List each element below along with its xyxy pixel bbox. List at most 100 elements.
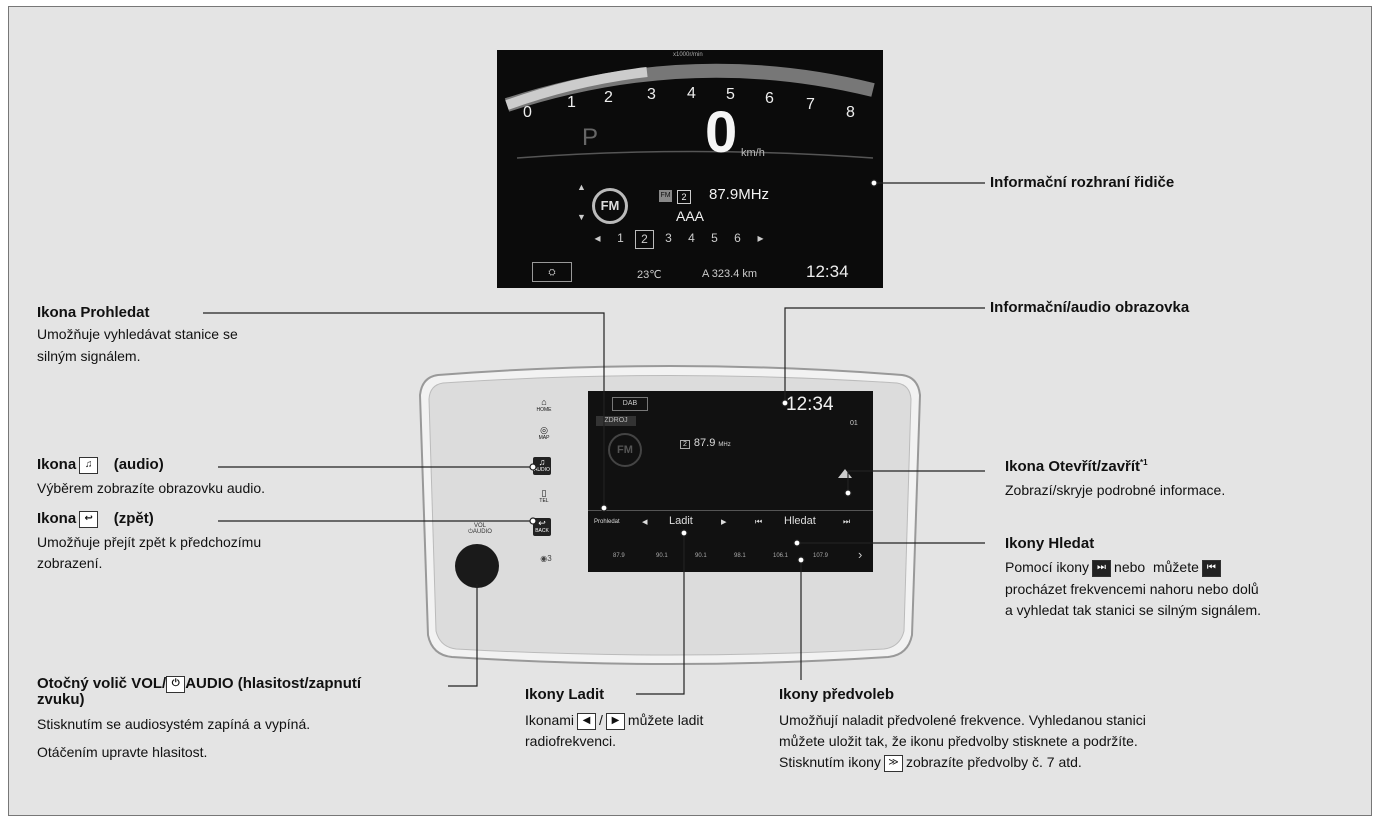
back-icon-desc: zobrazení.: [37, 555, 103, 571]
vol-knob-label: VOL ⏻AUDIO: [468, 523, 492, 535]
next-presets-icon[interactable]: ›: [858, 547, 863, 562]
preset-item: 5: [711, 231, 718, 245]
preset-icons-desc: Umožňují naladit předvolené frekvence. V…: [779, 712, 1146, 728]
down-arrow-icon: ▼: [577, 212, 586, 222]
audio-icon-title: Ikona♫ (audio): [37, 456, 164, 474]
phone-icon[interactable]: ▯TEL: [539, 488, 549, 504]
tach-number: 3: [647, 86, 656, 103]
vol-knob-title: Otočný volič VOL/⏻AUDIO (hlasitost/zapnu…: [37, 675, 362, 693]
seek-icons-desc: a vyhledat tak stanici se silným signále…: [1005, 602, 1261, 618]
source-button[interactable]: ZDROJ: [596, 416, 636, 426]
preset-item: 1: [617, 231, 624, 245]
preset-button[interactable]: 106.1: [773, 553, 789, 559]
scan-icon-desc: silným signálem.: [37, 348, 141, 364]
map-icon[interactable]: ◎MAP: [538, 425, 550, 441]
tach-number: 5: [726, 86, 735, 103]
gear-indicator: P: [582, 124, 599, 151]
tune-right-icon: ▶: [605, 712, 625, 730]
open-close-icon[interactable]: [838, 469, 852, 478]
preset-item: 6: [734, 231, 741, 245]
speed-unit: km/h: [741, 147, 765, 159]
preset-item-selected: 2: [635, 230, 654, 249]
back-icon-title: Ikona↩ (zpět): [37, 510, 154, 528]
preset-button[interactable]: 87.9: [613, 553, 625, 559]
seek-icons-desc: procházet frekvencemi nahoru nebo dolů: [1005, 581, 1259, 597]
seek-icons-desc: Pomocí ikony⏭nebo můžete⏮: [1005, 557, 1224, 578]
prev-arrow-icon: ◂: [594, 231, 601, 245]
audio-icon-desc: Výběrem zobrazíte obrazovku audio.: [37, 480, 266, 496]
preset-icons-title: Ikony předvoleb: [779, 686, 895, 703]
seek-down-icon[interactable]: ⏮: [755, 517, 763, 526]
up-arrow-icon: ▲: [577, 182, 586, 192]
audio-screen-label: Informační/audio obrazovka: [990, 299, 1190, 316]
tune-left-icon: ◀: [577, 712, 597, 730]
screen-clock: 12:34: [786, 394, 834, 415]
outside-temperature: 23℃: [637, 269, 662, 281]
source-tab[interactable]: DAB: [612, 397, 648, 411]
seek-up-icon[interactable]: ⏭: [843, 517, 851, 526]
tach-number: 0: [523, 104, 532, 121]
station-name: AAA: [676, 208, 705, 224]
power-icon: ⏻: [166, 675, 186, 693]
tach-number: 2: [604, 89, 613, 106]
fm-band-icon: FM: [608, 433, 642, 467]
preset-number: 2: [677, 190, 691, 204]
tach-number: 7: [806, 96, 815, 113]
tach-number: 6: [765, 90, 774, 107]
scan-icon-title: Ikona Prohledat: [37, 304, 150, 321]
seek-label: Hledat: [784, 515, 816, 527]
misc-indicator: ◉3: [540, 554, 552, 563]
odometer: A 323.4 km: [702, 268, 758, 280]
open-close-desc: Zobrazí/skryje podrobné informace.: [1005, 482, 1226, 498]
next-arrow-icon: ▸: [757, 231, 764, 245]
home-icon[interactable]: ⌂HOME: [536, 397, 552, 413]
cluster-preset-row: ◂ 1 2 3 4 5 6 ▸: [589, 230, 769, 249]
preset-button[interactable]: 107.9: [813, 553, 829, 559]
next-presets-icon: ≫: [883, 754, 903, 772]
tach-number: 8: [846, 104, 855, 121]
audio-icon[interactable]: ♫AUDIO: [533, 457, 551, 475]
vol-knob-desc: Otáčením upravte hlasitost.: [37, 744, 208, 760]
seek-up-icon: ⏭: [1092, 559, 1112, 577]
driver-assist-icon: ⛭: [532, 262, 572, 282]
screen-preset-row: 87.9 90.1 90.1 98.1 106.1 107.9: [588, 549, 873, 571]
preset-icons-desc: můžete uložit tak, že ikonu předvolby st…: [779, 733, 1138, 749]
driver-information-interface: x1000r/min 0 1 2 3 4 5 6 7 8 P 0 km/h ▲ …: [497, 50, 883, 288]
driver-info-label: Informační rozhraní řidiče: [990, 174, 1175, 191]
scan-button[interactable]: Prohledat: [594, 519, 620, 525]
frequency-readout: 87.9MHz: [709, 186, 770, 203]
tune-label: Ladit: [669, 515, 693, 527]
band-type-icon: FM: [659, 190, 672, 202]
back-icon: ↩: [79, 510, 99, 528]
back-icon-desc: Umožňuje přejít zpět k předchozímu: [37, 534, 262, 550]
vol-audio-knob[interactable]: [455, 544, 499, 588]
preset-button[interactable]: 98.1: [734, 553, 746, 559]
preset-item: 4: [688, 231, 695, 245]
vol-knob-title: zvuku): [37, 691, 85, 708]
preset-button[interactable]: 90.1: [695, 553, 707, 559]
audio-icon: ♫: [79, 456, 99, 474]
cluster-clock: 12:34: [806, 262, 849, 281]
tune-down-icon[interactable]: ◂: [642, 516, 648, 528]
open-close-title: Ikona Otevřít/zavřít*1: [1005, 458, 1148, 475]
tach-number: 1: [567, 94, 576, 111]
preset-button[interactable]: 90.1: [656, 553, 668, 559]
scan-icon-desc: Umožňuje vyhledávat stanice se: [37, 326, 238, 342]
tune-up-icon[interactable]: ▸: [721, 516, 727, 528]
tune-icons-desc: Ikonami◀/▶můžete ladit: [525, 712, 704, 730]
tach-unit-label: x1000r/min: [673, 52, 703, 58]
vol-knob-desc: Stisknutím se audiosystém zapíná a vypín…: [37, 716, 311, 732]
tune-icons-desc: radiofrekvenci.: [525, 733, 617, 749]
tach-number: 4: [687, 85, 696, 102]
back-icon[interactable]: ↩BACK: [533, 518, 551, 536]
tuning-controls: Prohledat ◂ Ladit ▸ ⏮ Hledat ⏭: [588, 510, 873, 533]
seek-down-icon: ⏮: [1201, 559, 1221, 577]
tachometer-arc: [504, 63, 875, 159]
preset-icons-desc: Stisknutím ikony≫zobrazíte předvolby č. …: [779, 754, 1082, 772]
seek-icons-title: Ikony Hledat: [1005, 535, 1095, 552]
preset-item: 3: [665, 231, 672, 245]
page-number: 01: [850, 420, 858, 427]
